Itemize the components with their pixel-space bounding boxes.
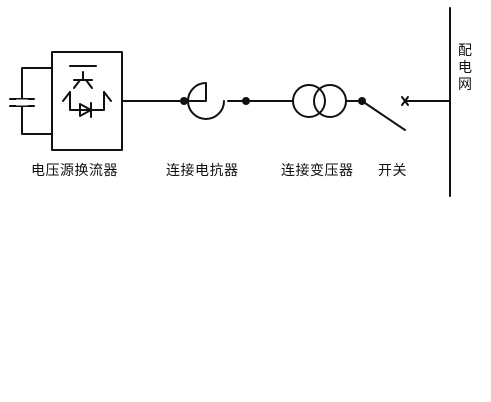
transformer-label: 连接变压器 bbox=[281, 163, 354, 179]
dc-capacitor bbox=[9, 67, 53, 135]
transformer-symbol bbox=[292, 84, 347, 118]
node-dot bbox=[242, 97, 250, 105]
switch-symbol bbox=[361, 96, 409, 131]
switch-label: 开关 bbox=[378, 163, 407, 179]
converter-block bbox=[51, 51, 123, 151]
reactor-label: 连接电抗器 bbox=[166, 163, 239, 179]
node-dot bbox=[180, 97, 188, 105]
converter-label: 电压源换流器 bbox=[31, 163, 118, 179]
grid-label: 配电网 bbox=[458, 43, 472, 93]
node-dot bbox=[358, 97, 366, 105]
reactor-symbol bbox=[183, 82, 225, 120]
